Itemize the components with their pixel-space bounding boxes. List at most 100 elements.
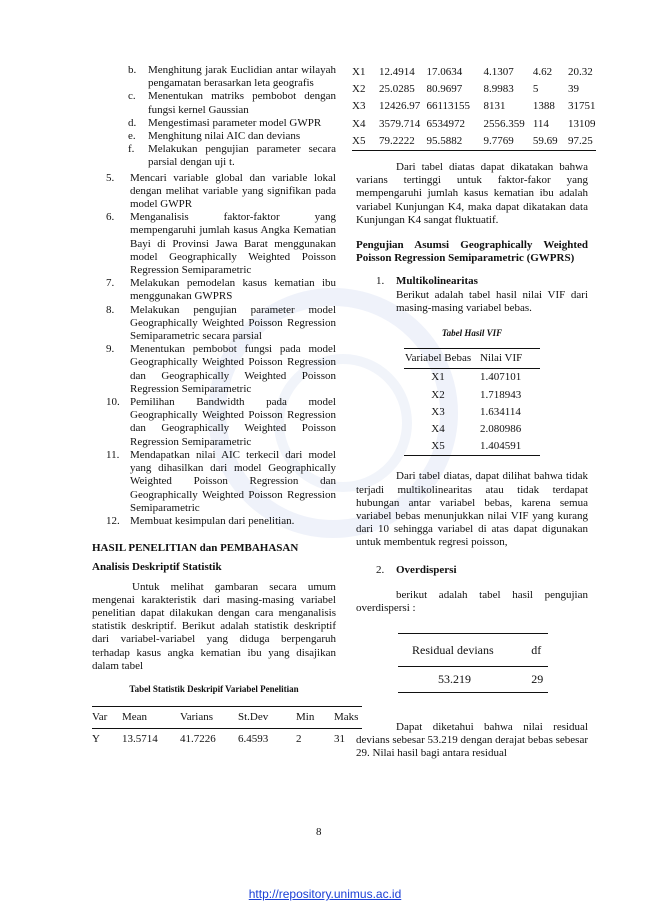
descriptive-cell: 20.32: [568, 66, 593, 78]
overdispersi-row: 53.219 29: [398, 666, 548, 692]
sub-step-marker: c.: [128, 90, 136, 103]
repository-link[interactable]: http://repository.unimus.ac.id: [248, 887, 402, 901]
step-marker: 7.: [106, 277, 115, 290]
vif-header-row: Variabel Bebas Nilai VIF: [404, 349, 540, 369]
step-item: 10.Pemilihan Bandwidth pada model Geogra…: [106, 396, 336, 449]
step-marker: 9.: [106, 343, 115, 356]
vif-table-row: X3 1.634114: [404, 404, 540, 421]
step-text: Menentukan pembobot fungsi pada model Ge…: [130, 343, 336, 395]
item2-marker: 2.: [376, 563, 385, 576]
overdispersi-df-value: 29: [531, 671, 544, 686]
step-item: 9. Menentukan pembobot fungsi pada model …: [106, 343, 336, 396]
item2-text: berikut adalah tabel hasil pengujian ove…: [356, 588, 588, 615]
overdispersi-header-df: df: [531, 643, 542, 658]
results-heading: HASIL PENELITIAN dan PEMBAHASAN: [92, 542, 299, 555]
item-multikolinearitas: 1. Multikolinearitas Berikut adalah tabe…: [376, 275, 588, 315]
descriptive-cell: 79.2222: [378, 134, 415, 147]
descriptive-cell: 5: [532, 83, 539, 96]
overdispersi-header-row: Residual devians df: [398, 634, 548, 666]
sub-step-text: Mengestimasi parameter model GWPR: [148, 116, 322, 129]
item1-text: Berikut adalah tabel hasil nilai VIF dar…: [396, 288, 588, 314]
step-marker: 8.: [106, 303, 115, 316]
sub-step-item: f.Melakukan pengujian parameter secara p…: [128, 143, 336, 169]
descriptive-table-caption: Tabel Statistik Deskripif Variabel Penel…: [129, 683, 299, 694]
step-item: 7. Melakukan pemodelan kasus kematian ibu…: [106, 277, 336, 303]
overdispersi-table: Residual devians df 53.219 29: [398, 633, 548, 693]
step-text: Membuat kesimpulan dari penelitian.: [130, 514, 295, 527]
vif-variable-cell: X2: [431, 388, 445, 401]
descriptive-cell: 41.7226: [180, 733, 216, 746]
descriptive-cell: 6534972: [426, 117, 465, 130]
vif-variable-cell: X4: [431, 423, 445, 436]
sub-step-text: Menentukan matriks pembobot dengan fungs…: [148, 90, 336, 116]
step-marker: 11.: [106, 448, 120, 461]
descriptive-cell: 2: [296, 733, 302, 746]
vif-variable-cell: X3: [431, 405, 445, 418]
sub-step-item: e.Menghitung nilai AIC dan devians: [128, 130, 336, 143]
item2-title: Overdispersi: [396, 563, 457, 576]
vif-value-cell: 1.634114: [480, 405, 521, 418]
step-text: Melakukan pemodelan kasus kematian ibu m…: [130, 277, 336, 303]
descriptive-cell: 59.69: [532, 134, 558, 147]
descriptive-cell: 12426.97: [378, 100, 421, 113]
vif-value-cell: 1.407101: [480, 371, 522, 384]
descriptive-paragraph: Untuk melihat gambaran secara umum menge…: [92, 580, 336, 672]
varians-paragraph: Dari tabel diatas dapat dikatakan bahwa …: [356, 161, 588, 226]
descriptive-cell: 3579.714: [378, 117, 421, 130]
vif-value-cell: 1.718943: [480, 388, 522, 401]
vif-table-row: X1 1.407101: [404, 369, 540, 387]
descriptive-header-cell: Min: [296, 711, 315, 724]
vif-paragraph: Dari tabel diatas, dapat dilihat bahwa t…: [356, 470, 588, 549]
descriptive-cell: 114: [532, 117, 549, 130]
descriptive-cell: 95.5882: [426, 134, 463, 147]
vif-header-variabel: Variabel Bebas: [404, 352, 472, 365]
method-sub-steps: b.Menghitung jarak Euclidian antar wilay…: [92, 64, 336, 170]
descriptive-cell: 12.4914: [378, 66, 415, 78]
overdispersi-paragraph: Dapat diketahui bahwa nilai residual dev…: [356, 720, 588, 760]
descriptive-cell: X1: [352, 66, 366, 78]
descriptive-cell: X3: [352, 100, 366, 113]
overdispersi-residual-value: 53.219: [438, 671, 471, 686]
step-marker: 5.: [106, 171, 115, 184]
method-steps: 5.Mencari variable global dan variable l…: [92, 172, 336, 528]
descriptive-cell: 39: [568, 83, 579, 96]
step-item: 5.Mencari variable global dan variable l…: [106, 172, 336, 212]
descriptive-cell: 6.4593: [238, 733, 269, 746]
sub-step-marker: d.: [128, 116, 137, 129]
step-item: 6.Menganalisis faktor-faktor yang mempen…: [106, 211, 336, 277]
descriptive-cell: Y: [92, 733, 100, 746]
overdispersi-header-residual: Residual devians: [412, 643, 494, 658]
sub-step-marker: f.: [128, 143, 135, 156]
vif-variable-cell: X1: [431, 371, 445, 384]
descriptive-cell: 80.9697: [426, 83, 463, 96]
descriptive-cell: 25.0285: [378, 83, 415, 96]
descriptive-header-cell: Maks: [334, 711, 359, 724]
sub-step-text: Menghitung nilai AIC dan devians: [148, 130, 301, 143]
descriptive-cell: X4: [352, 117, 366, 130]
descriptive-cell: X5: [352, 134, 366, 147]
step-text: Mendapatkan nilai AIC terkecil dari mode…: [130, 448, 336, 514]
descriptive-header-cell: Varians: [180, 711, 213, 724]
item1-marker: 1.: [376, 275, 385, 288]
item1-title: Multikolinearitas: [396, 275, 478, 288]
descriptive-header-cell: Var: [92, 711, 108, 724]
descriptive-cell: 2556.359: [483, 117, 525, 130]
descriptive-cell: 31: [334, 733, 345, 746]
vif-table-caption: Tabel Hasil VIF: [441, 328, 503, 339]
descriptive-cell: 17.0634: [426, 66, 463, 78]
descriptive-heading: Analisis Deskriptif Statistik: [92, 561, 222, 574]
vif-variable-cell: X5: [431, 440, 445, 453]
step-marker: 12.: [106, 514, 120, 527]
descriptive-cell: 66113155: [426, 100, 471, 113]
descriptive-cell: 31751: [568, 100, 596, 113]
descriptive-cell: 4.62: [532, 66, 553, 78]
sub-step-marker: b.: [128, 64, 137, 76]
step-text: Menganalisis faktor-faktor yang mempenga…: [130, 211, 336, 277]
